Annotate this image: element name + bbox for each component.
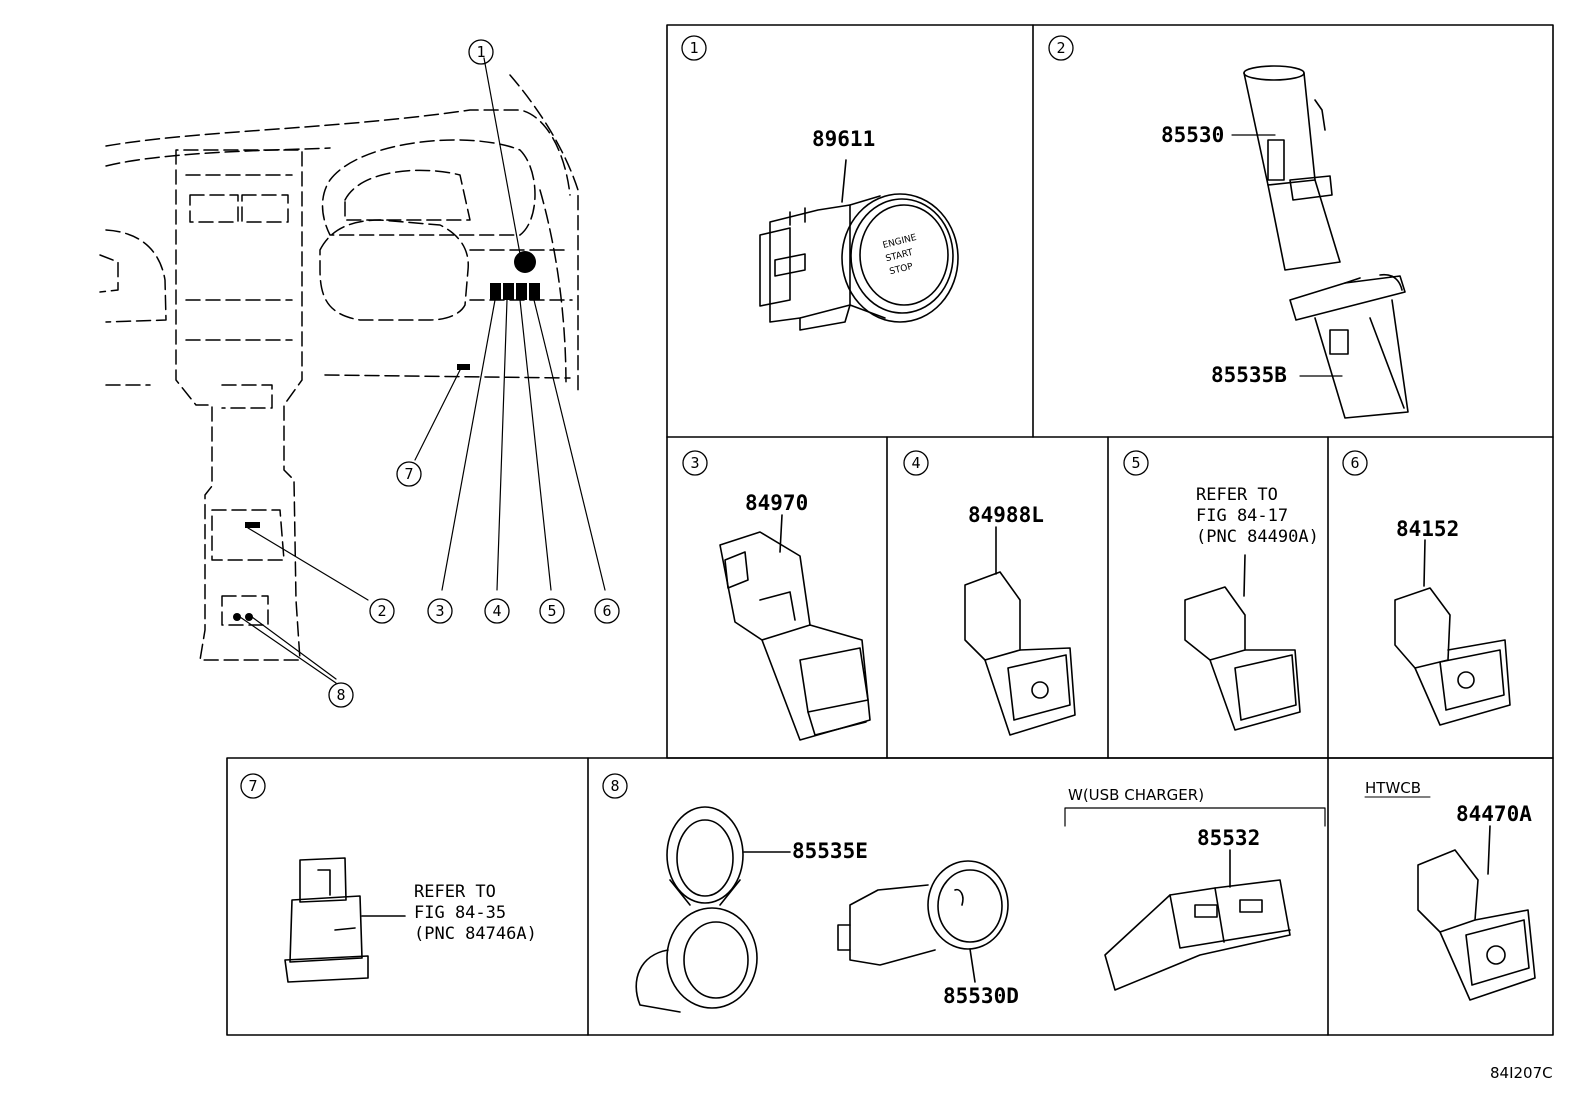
note-7-line3: (PNC 84746A) [414,924,537,944]
panel-1-number: 1 [689,39,698,57]
usb-charger-85532-drawing [1104,849,1291,991]
panel-number-circles [240,35,1368,799]
part-84970: 84970 [745,491,808,515]
overview-component-markers [233,251,540,621]
socket-85535b-drawing [1289,273,1409,419]
note-5-line2: FIG 84-17 [1196,506,1288,526]
panel-4-number: 4 [911,454,920,472]
part-84470a: 84470A [1456,802,1532,826]
switch-84152-drawing [1394,539,1511,726]
overview-callouts [328,39,620,708]
switch-84970-drawing [719,514,871,741]
part-85530d: 85530D [943,984,1019,1008]
note-7-line1: REFER TO [414,882,496,902]
engine-button-text-1: ENGINE [882,233,918,251]
panel-8-number: 8 [610,777,619,795]
part-85532: 85532 [1197,826,1260,850]
overview-leader-lines [239,57,606,684]
switch-panel7-drawing [284,857,406,983]
panel-7-number: 7 [248,777,257,795]
part-89611: 89611 [812,127,875,151]
panel-3-number: 3 [690,454,699,472]
part-84988l: 84988L [968,503,1044,527]
part-85535e: 85535E [792,839,868,863]
socket-85530d-drawing [837,860,1009,983]
switch-84470a-drawing [1417,825,1536,1001]
socket-85530-drawing [1243,65,1341,271]
switch-panel5-drawing [1184,554,1301,731]
socket-85535e-drawing [635,806,791,1013]
part-85535b: 85535B [1211,363,1287,387]
part-84152: 84152 [1396,517,1459,541]
callout-8: 8 [336,686,345,704]
callout-3: 3 [435,602,444,620]
usb-charger-bracket [1064,807,1326,827]
callout-6: 6 [602,602,611,620]
note-5-line1: REFER TO [1196,485,1278,505]
engine-button-text-3: STOP [889,262,915,278]
switch-84988l-drawing [964,526,1076,736]
callout-1: 1 [476,43,485,61]
callout-7: 7 [404,465,413,483]
engine-start-switch-drawing [759,159,959,331]
note-7-line2: FIG 84-35 [414,903,506,923]
callout-5: 5 [547,602,556,620]
note-5-line3: (PNC 84490A) [1196,527,1319,547]
panel-5-number: 5 [1131,454,1140,472]
dashboard-overview [99,74,579,661]
part-85530: 85530 [1161,123,1224,147]
panel-2-number: 2 [1056,39,1065,57]
callout-4: 4 [492,602,501,620]
variant-label-htwcb: HTWCB [1365,779,1421,797]
panel-6-number: 6 [1350,454,1359,472]
panel-grid [226,24,1554,1036]
callout-2: 2 [377,602,386,620]
socket-leader-lines [1231,134,1343,377]
group-label-usb-charger: W(USB CHARGER) [1068,786,1204,804]
figure-code: 84I207C [1490,1064,1553,1082]
